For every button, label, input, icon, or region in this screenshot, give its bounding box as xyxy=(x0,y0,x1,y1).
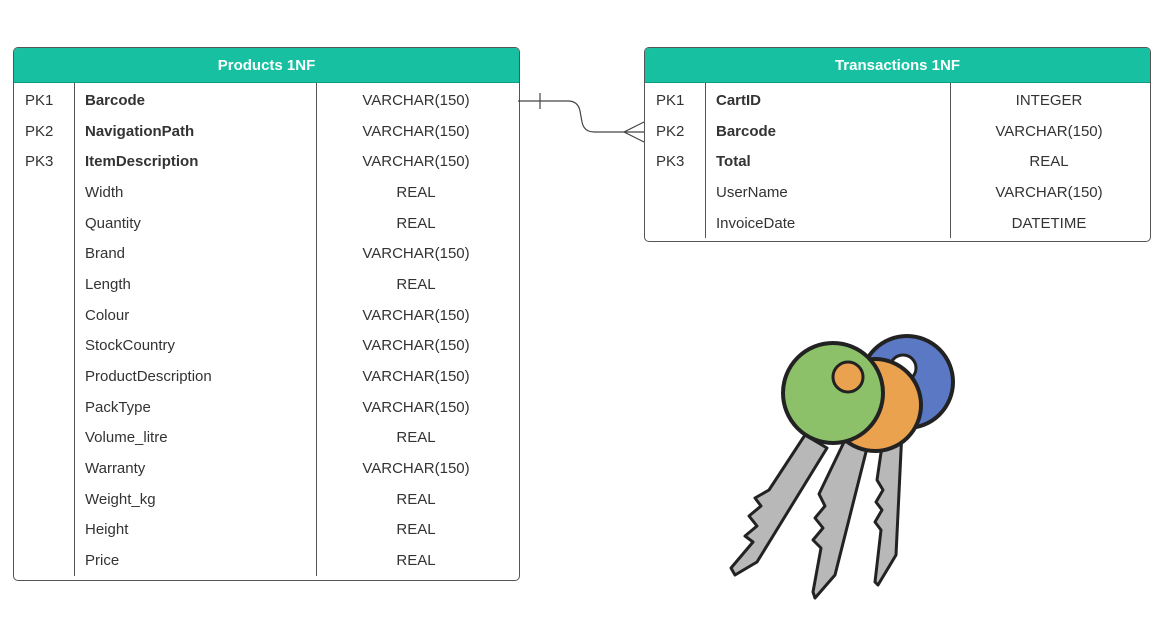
attribute-name: Quantity xyxy=(85,214,141,232)
products-attribute-row[interactable]: Price REAL xyxy=(14,545,519,576)
products-attribute-row[interactable]: Height REAL xyxy=(14,515,519,546)
transactions-attribute-row[interactable]: PK2 Barcode VARCHAR(150) xyxy=(645,116,1150,147)
attribute-type: VARCHAR(150) xyxy=(362,337,470,355)
transactions-attribute-row[interactable]: PK1 CartID INTEGER xyxy=(645,85,1150,116)
attribute-name: Barcode xyxy=(85,91,146,109)
products-attribute-row[interactable]: Quantity REAL xyxy=(14,208,519,239)
attribute-name: Weight_kg xyxy=(85,490,156,508)
transactions-entity-title: Transactions 1NF xyxy=(645,48,1150,83)
products-attribute-row[interactable]: Width REAL xyxy=(14,177,519,208)
products-attribute-row[interactable]: PK1 Barcode VARCHAR(150) xyxy=(14,85,519,116)
products-attribute-row[interactable]: Volume_litre REAL xyxy=(14,423,519,454)
attribute-type: VARCHAR(150) xyxy=(995,122,1103,140)
attribute-type: REAL xyxy=(396,521,436,539)
attribute-type: REAL xyxy=(396,552,436,570)
attribute-name: CartID xyxy=(716,91,762,109)
products-attribute-row[interactable]: Colour VARCHAR(150) xyxy=(14,300,519,331)
key-label: PK3 xyxy=(656,153,685,171)
products-attribute-row[interactable]: Brand VARCHAR(150) xyxy=(14,238,519,269)
attribute-type: REAL xyxy=(396,490,436,508)
products-attribute-row[interactable]: StockCountry VARCHAR(150) xyxy=(14,331,519,362)
products-column-divider xyxy=(316,83,317,576)
products-attribute-row[interactable]: PackType VARCHAR(150) xyxy=(14,392,519,423)
attribute-type: VARCHAR(150) xyxy=(362,122,470,140)
attribute-type: VARCHAR(150) xyxy=(362,460,470,478)
attribute-name: Total xyxy=(716,153,751,171)
attribute-name: Volume_litre xyxy=(85,429,168,447)
attribute-type: REAL xyxy=(396,183,436,201)
transactions-column-divider xyxy=(950,83,951,239)
transactions-attribute-row[interactable]: PK3 Total REAL xyxy=(645,146,1150,177)
attribute-name: InvoiceDate xyxy=(716,214,796,232)
key-label: PK1 xyxy=(25,91,54,109)
attribute-name: Colour xyxy=(85,306,130,324)
products-attribute-row[interactable]: ProductDescription VARCHAR(150) xyxy=(14,361,519,392)
green-key-icon xyxy=(729,341,885,577)
attribute-name: Warranty xyxy=(85,460,146,478)
key-label: PK1 xyxy=(656,91,685,109)
attribute-type: VARCHAR(150) xyxy=(362,306,470,324)
attribute-type: VARCHAR(150) xyxy=(362,398,470,416)
products-column-divider xyxy=(74,83,75,576)
attribute-name: Height xyxy=(85,521,129,539)
key-label: PK3 xyxy=(25,153,54,171)
products-entity-title: Products 1NF xyxy=(14,48,519,83)
attribute-name: PackType xyxy=(85,398,151,416)
attribute-type: DATETIME xyxy=(1011,214,1087,232)
attribute-name: Barcode xyxy=(716,122,777,140)
transactions-column-divider xyxy=(705,83,706,239)
attribute-name: ItemDescription xyxy=(85,153,199,171)
transactions-entity[interactable]: Transactions 1NF PK1 CartID INTEGER PK2 Barc… xyxy=(644,47,1151,242)
keys-icon xyxy=(729,334,955,600)
attribute-type: VARCHAR(150) xyxy=(995,183,1103,201)
relationship-line[interactable] xyxy=(518,100,644,133)
key-label: PK2 xyxy=(656,122,685,140)
attribute-type: VARCHAR(150) xyxy=(362,368,470,386)
many-cardinality-crowsfoot xyxy=(622,121,645,143)
attribute-name: StockCountry xyxy=(85,337,176,355)
attribute-type: REAL xyxy=(1029,153,1069,171)
attribute-name: Brand xyxy=(85,245,126,263)
products-attribute-row[interactable]: Warranty VARCHAR(150) xyxy=(14,453,519,484)
attribute-type: INTEGER xyxy=(1015,91,1083,109)
transactions-attribute-row[interactable]: UserName VARCHAR(150) xyxy=(645,177,1150,208)
attribute-name: Price xyxy=(85,552,120,570)
attribute-name: ProductDescription xyxy=(85,368,212,386)
products-attribute-row[interactable]: PK3 ItemDescription VARCHAR(150) xyxy=(14,146,519,177)
products-attribute-row[interactable]: PK2 NavigationPath VARCHAR(150) xyxy=(14,116,519,147)
products-attribute-row[interactable]: Length REAL xyxy=(14,269,519,300)
attribute-name: UserName xyxy=(716,183,788,201)
key-label: PK2 xyxy=(25,122,54,140)
attribute-name: Length xyxy=(85,275,131,293)
attribute-type: REAL xyxy=(396,275,436,293)
attribute-type: VARCHAR(150) xyxy=(362,91,470,109)
attribute-type: VARCHAR(150) xyxy=(362,153,470,171)
attribute-name: Width xyxy=(85,183,124,201)
transactions-attribute-row[interactable]: InvoiceDate DATETIME xyxy=(645,208,1150,239)
attribute-name: NavigationPath xyxy=(85,122,195,140)
attribute-type: REAL xyxy=(396,214,436,232)
products-attribute-row[interactable]: Weight_kg REAL xyxy=(14,484,519,515)
attribute-type: REAL xyxy=(396,429,436,447)
attribute-type: VARCHAR(150) xyxy=(362,245,470,263)
